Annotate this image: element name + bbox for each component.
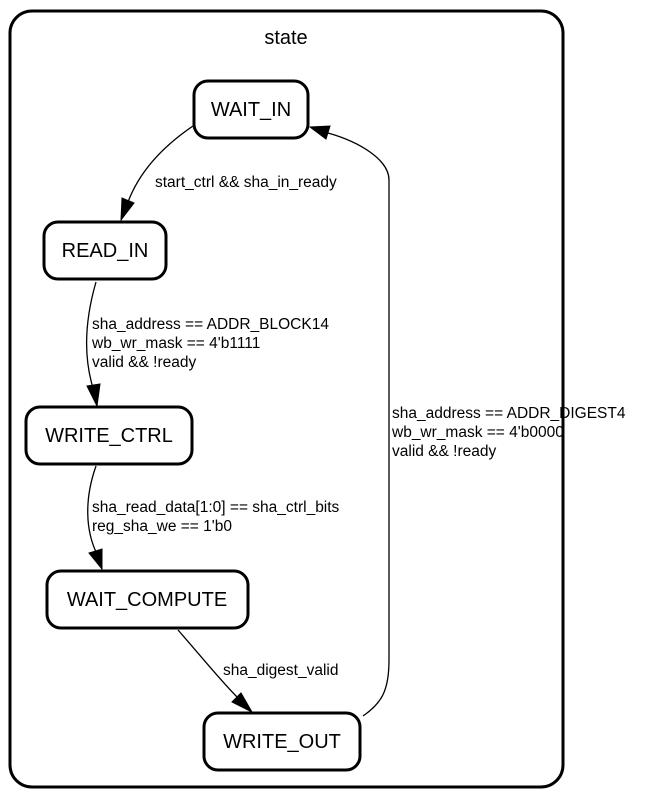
state-node-write-ctrl: WRITE_CTRL (24, 405, 194, 466)
transition-label-line: valid && !ready (92, 354, 196, 371)
transition-write-ctrl-to-wait-compute: sha_read_data[1:0] == sha_ctrl_bits reg_… (87, 465, 344, 571)
transition-label: start_ctrl && sha_in_ready (155, 174, 337, 191)
transition-edge (327, 132, 390, 717)
state-node-wait-in: WAIT_IN (192, 79, 310, 140)
arrowhead (231, 692, 254, 714)
arrowhead (308, 125, 331, 140)
transition-label: sha_address == ADDR_BLOCK14 wb_wr_mask =… (91, 316, 333, 371)
state-cluster (8, 9, 565, 789)
arrowhead (88, 548, 103, 571)
transition-label-line: sha_address == ADDR_BLOCK14 (92, 316, 329, 333)
state-label: WRITE_CTRL (45, 425, 173, 447)
state-box (202, 711, 362, 772)
transition-wait-in-to-read-in: start_ctrl && sha_in_ready (120, 125, 337, 222)
transition-read-in-to-write-ctrl: sha_address == ADDR_BLOCK14 wb_wr_mask =… (85, 281, 333, 408)
transition-label-line: sha_read_data[1:0] == sha_ctrl_bits (92, 499, 340, 516)
transition-write-out-to-wait-in: sha_address == ADDR_DIGEST4 wb_wr_mask =… (308, 125, 630, 717)
transition-edge (87, 465, 97, 553)
transition-label-line: reg_sha_we == 1'b0 (92, 518, 232, 535)
state-box (42, 220, 168, 281)
state-node-read-in: READ_IN (42, 220, 168, 281)
transition-label-line: start_ctrl && sha_in_ready (155, 174, 337, 191)
cluster-title: state (264, 27, 307, 49)
state-label: WAIT_COMPUTE (67, 589, 227, 611)
transition-edge (177, 629, 239, 699)
state-node-wait-compute: WAIT_COMPUTE (45, 569, 250, 630)
transition-label: sha_digest_valid (223, 662, 338, 679)
arrowhead (120, 197, 135, 222)
transition-wait-compute-to-write-out: sha_digest_valid (177, 629, 338, 714)
state-label: WAIT_IN (211, 99, 291, 121)
transition-label: sha_read_data[1:0] == sha_ctrl_bits reg_… (92, 499, 344, 535)
transition-edge (85, 281, 97, 389)
state-node-write-out: WRITE_OUT (202, 711, 362, 772)
state-box (45, 569, 250, 630)
state-label: WRITE_OUT (223, 731, 341, 753)
transition-label-line: wb_wr_mask == 4'b1111 (91, 335, 260, 352)
transition-edge (127, 125, 194, 203)
transition-label-line: sha_digest_valid (223, 662, 338, 679)
transition-label: sha_address == ADDR_DIGEST4 wb_wr_mask =… (391, 405, 630, 460)
arrowhead (86, 383, 101, 408)
transition-label-line: wb_wr_mask == 4'b0000 (391, 424, 564, 441)
transition-label-line: sha_address == ADDR_DIGEST4 (392, 405, 626, 422)
state-label: READ_IN (62, 240, 149, 262)
state-box (192, 79, 310, 140)
transition-label-line: valid && !ready (392, 443, 496, 460)
state-box (24, 405, 194, 466)
